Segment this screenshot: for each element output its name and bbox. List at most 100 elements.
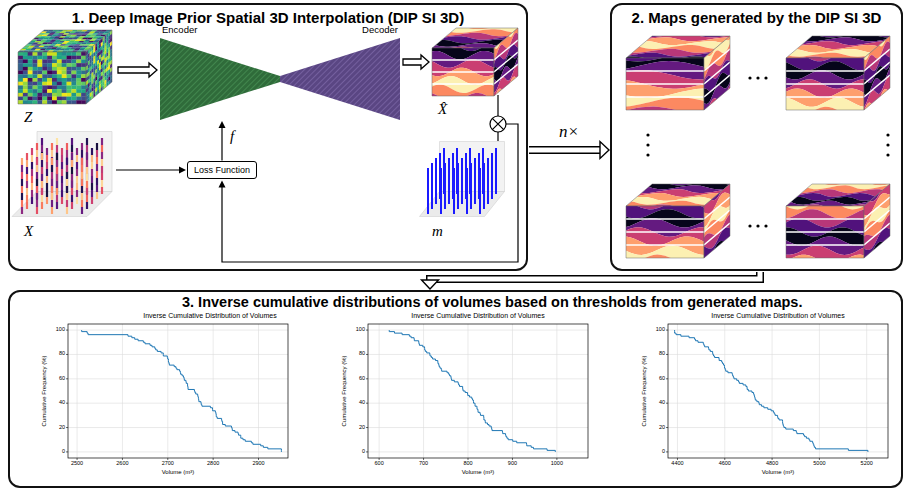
grid	[368, 324, 588, 458]
grid-line	[468, 324, 469, 458]
noise-cell	[57, 71, 62, 75]
stick-segment	[71, 138, 73, 145]
stick-segment	[46, 197, 48, 204]
noise-cell	[81, 93, 86, 97]
stick-segment	[56, 181, 58, 188]
noise-cell	[57, 74, 62, 78]
axis-tick: 0	[662, 449, 665, 455]
grid-line	[724, 324, 725, 458]
stick-segment	[71, 202, 73, 209]
stick-segment	[76, 197, 78, 204]
noise-cell	[33, 85, 38, 89]
cube-edge	[864, 184, 890, 258]
cube-face	[18, 30, 112, 52]
noise-cell	[28, 78, 33, 82]
noise-cell	[81, 74, 86, 78]
stick-segment	[36, 157, 38, 164]
data-flow-lines	[116, 95, 518, 262]
stick-segment	[41, 188, 43, 195]
cube-face	[786, 206, 864, 258]
tick-mark	[677, 458, 678, 460]
stick-segment	[46, 190, 48, 197]
panel-one-art	[12, 14, 525, 216]
stick-segment	[81, 171, 83, 178]
noise-cell	[67, 89, 72, 93]
cube-face	[786, 58, 864, 110]
axis-title: Cumulative Frequency (%)	[41, 355, 48, 426]
noise-cell	[33, 93, 38, 97]
noise-cell	[33, 56, 38, 60]
noise-cell	[33, 63, 38, 67]
stick-segment	[51, 207, 53, 214]
noise-cell	[33, 97, 38, 101]
axis-tick: 1000	[551, 461, 563, 467]
slab-gap	[704, 223, 730, 245]
stick-segment	[91, 176, 93, 183]
grid-line	[668, 403, 888, 404]
axis-tick: 2700	[162, 461, 174, 467]
process-box: Loss Function	[187, 161, 257, 180]
mask-stick	[440, 168, 442, 214]
noise-cell	[57, 78, 62, 82]
stick-segment	[71, 167, 73, 174]
stick-segment	[36, 193, 38, 200]
stick-segment	[51, 143, 53, 150]
stick-segment	[71, 188, 73, 195]
stick-segment	[81, 165, 83, 172]
noise-cell	[18, 78, 23, 82]
ellipsis-dot	[756, 224, 759, 227]
noise-cell	[37, 100, 42, 104]
noise-cell	[18, 97, 23, 101]
stick-segment	[21, 172, 23, 179]
stick-segment	[36, 179, 38, 186]
grid-line	[68, 354, 288, 355]
grid-line	[368, 403, 588, 404]
axis-tick: 4400	[671, 461, 683, 467]
noise-cell	[47, 67, 52, 71]
stick-segment	[56, 174, 58, 181]
slab-gap	[626, 70, 704, 71]
noise-cell	[71, 74, 76, 78]
mask-stick	[431, 163, 433, 209]
stick-segment	[51, 186, 53, 193]
stick-segment	[41, 173, 43, 180]
tick-mark	[366, 427, 368, 428]
noise-cell	[42, 85, 47, 89]
stick-segment	[86, 180, 88, 187]
stick-segment	[86, 195, 88, 202]
network-block: EncoderDecoder	[160, 24, 400, 120]
stick-segment	[86, 187, 88, 194]
stick-segment	[86, 173, 88, 180]
arrow-head	[422, 280, 439, 289]
cube-plot	[778, 169, 897, 273]
cube-edge	[18, 52, 86, 104]
noise-cell	[67, 67, 72, 71]
noise-cell	[42, 82, 47, 86]
noise-cell	[42, 78, 47, 82]
stick-segment	[26, 167, 28, 174]
stick-segment	[71, 174, 73, 181]
stick-segment	[66, 200, 68, 207]
noise-cell	[18, 74, 23, 78]
cube-edge	[626, 206, 704, 258]
noise-cell	[81, 67, 86, 71]
ellipsis-dot	[886, 153, 889, 156]
tick-mark	[366, 354, 368, 355]
stick-segment	[91, 197, 93, 204]
cube-face	[626, 206, 704, 258]
stick-segment	[101, 166, 103, 173]
stick-segment	[26, 174, 28, 181]
noise-cell	[62, 71, 67, 75]
slab-gap	[494, 40, 518, 60]
stick-segment	[61, 155, 63, 162]
noise-cell	[52, 85, 57, 89]
stick-segment	[26, 160, 28, 167]
axis-tick: 100	[356, 327, 365, 333]
grid-line	[368, 354, 588, 355]
grid-line	[68, 451, 288, 452]
slab-gap	[704, 210, 730, 232]
stick-segment	[36, 186, 38, 193]
stick-segment	[31, 183, 33, 190]
slab-gap	[786, 231, 864, 232]
noise-cell	[81, 59, 86, 63]
